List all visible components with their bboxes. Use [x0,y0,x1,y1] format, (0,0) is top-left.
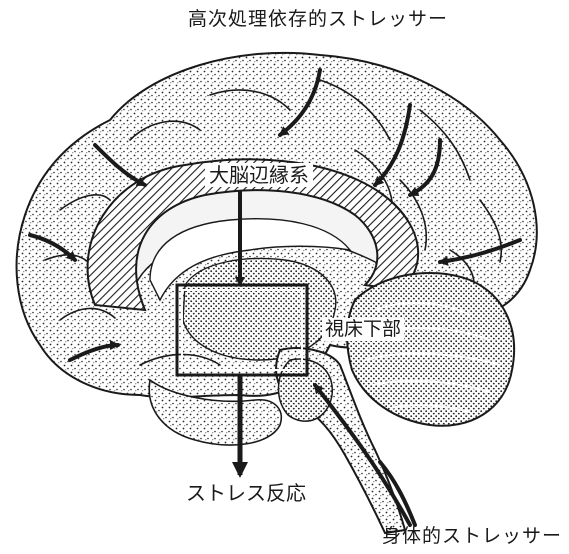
cerebellum [347,273,514,426]
stress-response-label: ストレス反応 [186,483,306,503]
top-stressor-label: 高次処理依存的ストレッサー [188,10,448,29]
pons [278,359,332,421]
limbic-system-label: 大脳辺縁系 [205,163,313,187]
thalamus [183,258,336,360]
body-stressor-label: 身体的ストレッサー [382,527,562,546]
hypothalamus-label: 視床下部 [322,318,404,341]
